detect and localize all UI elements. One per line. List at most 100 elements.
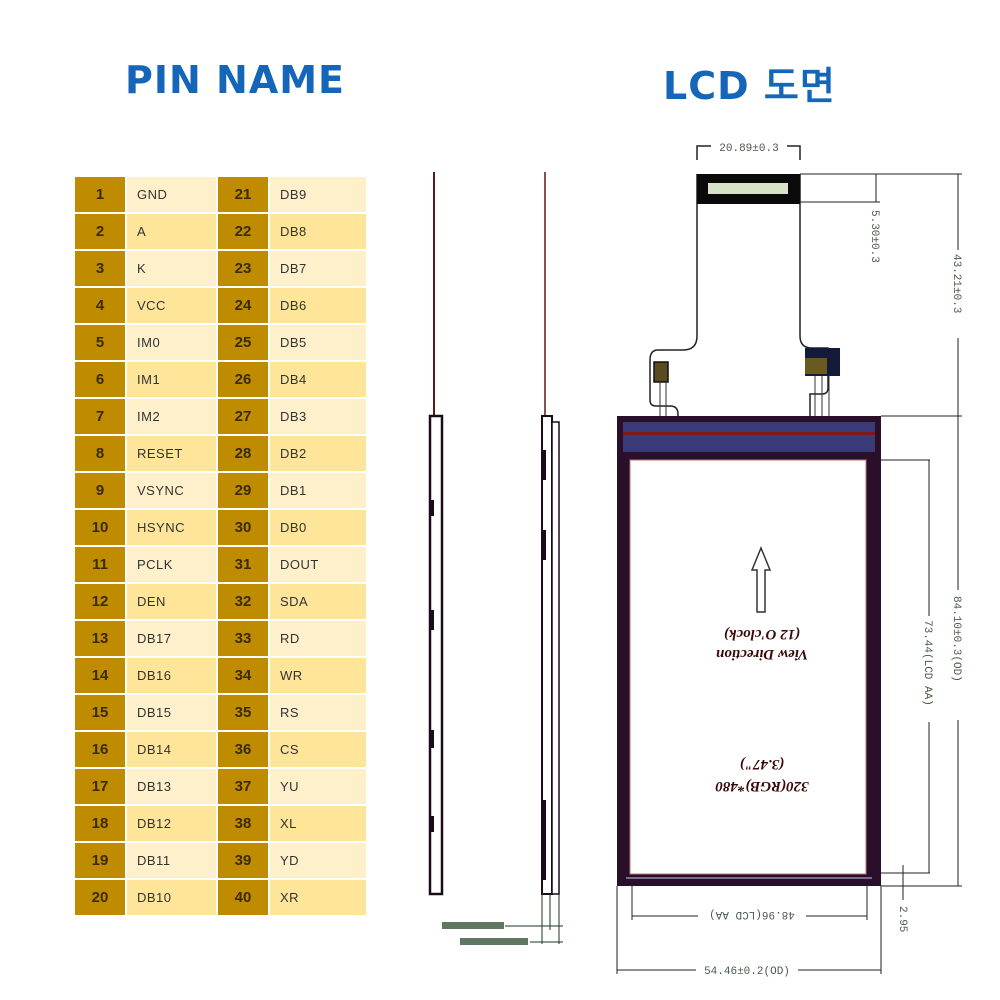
view-clock-text: (12 O'clock): [724, 626, 800, 642]
dim-connector-height: 5.30±0.3: [868, 210, 880, 263]
dim-bottom-margin: 2.95: [896, 906, 908, 932]
pin-name: CS: [270, 732, 366, 767]
pin-name: DB7: [270, 251, 366, 286]
pin-number: 7: [75, 399, 125, 434]
lcd-drawing-title: LCD 도면: [663, 64, 836, 108]
pin-number: 15: [75, 695, 125, 730]
side-view-right-mark-1: [543, 450, 546, 480]
pin-number: 16: [75, 732, 125, 767]
side-view-left-mark-3: [430, 730, 434, 748]
pin-number: 24: [218, 288, 268, 323]
pin-number: 38: [218, 806, 268, 841]
lcd-active-area: [629, 459, 867, 875]
pin-name: DB9: [270, 177, 366, 212]
side-view-left-panel: [428, 414, 444, 896]
pin-name: GND: [127, 177, 216, 212]
dim-active-height: 73.44(LCD AA): [921, 620, 933, 706]
pin-name: HSYNC: [127, 510, 216, 545]
pin-name: DB12: [127, 806, 216, 841]
lcd-front-drawing: View Direction (12 O'clock) 320(RGB)*480…: [616, 138, 962, 978]
pin-name: VSYNC: [127, 473, 216, 508]
lcd-bottom-dots: [626, 877, 872, 879]
pin-number: 11: [75, 547, 125, 582]
side-view-left-mark-4: [430, 816, 434, 832]
pin-number: 40: [218, 880, 268, 915]
pin-name: DEN: [127, 584, 216, 619]
pin-number: 34: [218, 658, 268, 693]
pin-number: 36: [218, 732, 268, 767]
pin-number: 29: [218, 473, 268, 508]
pin-number: 6: [75, 362, 125, 397]
dim-active-width: 48.96(LCD AA): [709, 908, 795, 920]
pin-number: 25: [218, 325, 268, 360]
pin-number: 27: [218, 399, 268, 434]
side-view-right-panel-inner: [551, 421, 560, 895]
pin-number: 23: [218, 251, 268, 286]
pin-name: XR: [270, 880, 366, 915]
pin-number: 5: [75, 325, 125, 360]
pin-name: DB4: [270, 362, 366, 397]
pin-name: DB1: [270, 473, 366, 508]
dim-outline-height: 84.10±0.3(OD): [950, 596, 962, 682]
pin-name: DB17: [127, 621, 216, 656]
diagonal-text: (3.47"): [740, 756, 785, 772]
side-view-right-mark-2: [543, 530, 546, 560]
pin-name: DB11: [127, 843, 216, 878]
pin-number: 18: [75, 806, 125, 841]
pin-number: 14: [75, 658, 125, 693]
pin-number: 39: [218, 843, 268, 878]
side-view-thickness-label-2: [460, 938, 528, 945]
pin-number: 2: [75, 214, 125, 249]
lcd-top-band: [623, 422, 875, 452]
side-view-right-mark-3: [543, 800, 546, 880]
pin-name: IM0: [127, 325, 216, 360]
pin-name: DB2: [270, 436, 366, 471]
pin-name: DOUT: [270, 547, 366, 582]
pin-name: RESET: [127, 436, 216, 471]
pin-number: 31: [218, 547, 268, 582]
pin-name: IM1: [127, 362, 216, 397]
dim-fpc-length: 43.21±0.3: [950, 254, 962, 313]
pin-name: K: [127, 251, 216, 286]
pin-name: DB13: [127, 769, 216, 804]
pin-number: 13: [75, 621, 125, 656]
pin-number: 12: [75, 584, 125, 619]
pin-name: SDA: [270, 584, 366, 619]
pin-name: WR: [270, 658, 366, 693]
pin-number: 20: [75, 880, 125, 915]
pin-name: YU: [270, 769, 366, 804]
side-view-left-mark-1: [430, 500, 434, 516]
pin-number: 35: [218, 695, 268, 730]
side-view-drawing: [428, 172, 563, 945]
pin-number: 4: [75, 288, 125, 323]
pin-name: DB10: [127, 880, 216, 915]
pin-name: RD: [270, 621, 366, 656]
pin-name: IM2: [127, 399, 216, 434]
pin-name: XL: [270, 806, 366, 841]
pin-number: 9: [75, 473, 125, 508]
pin-number: 21: [218, 177, 268, 212]
pin-name: DB0: [270, 510, 366, 545]
side-view-left-mark-2: [430, 610, 434, 630]
pin-name: DB14: [127, 732, 216, 767]
lcd-top-band-stripe: [623, 432, 875, 435]
view-direction-arrow-icon: [750, 546, 772, 613]
dim-outline-width: 54.46±0.2(OD): [704, 966, 790, 978]
view-direction-text: View Direction: [716, 646, 808, 662]
pin-name: YD: [270, 843, 366, 878]
